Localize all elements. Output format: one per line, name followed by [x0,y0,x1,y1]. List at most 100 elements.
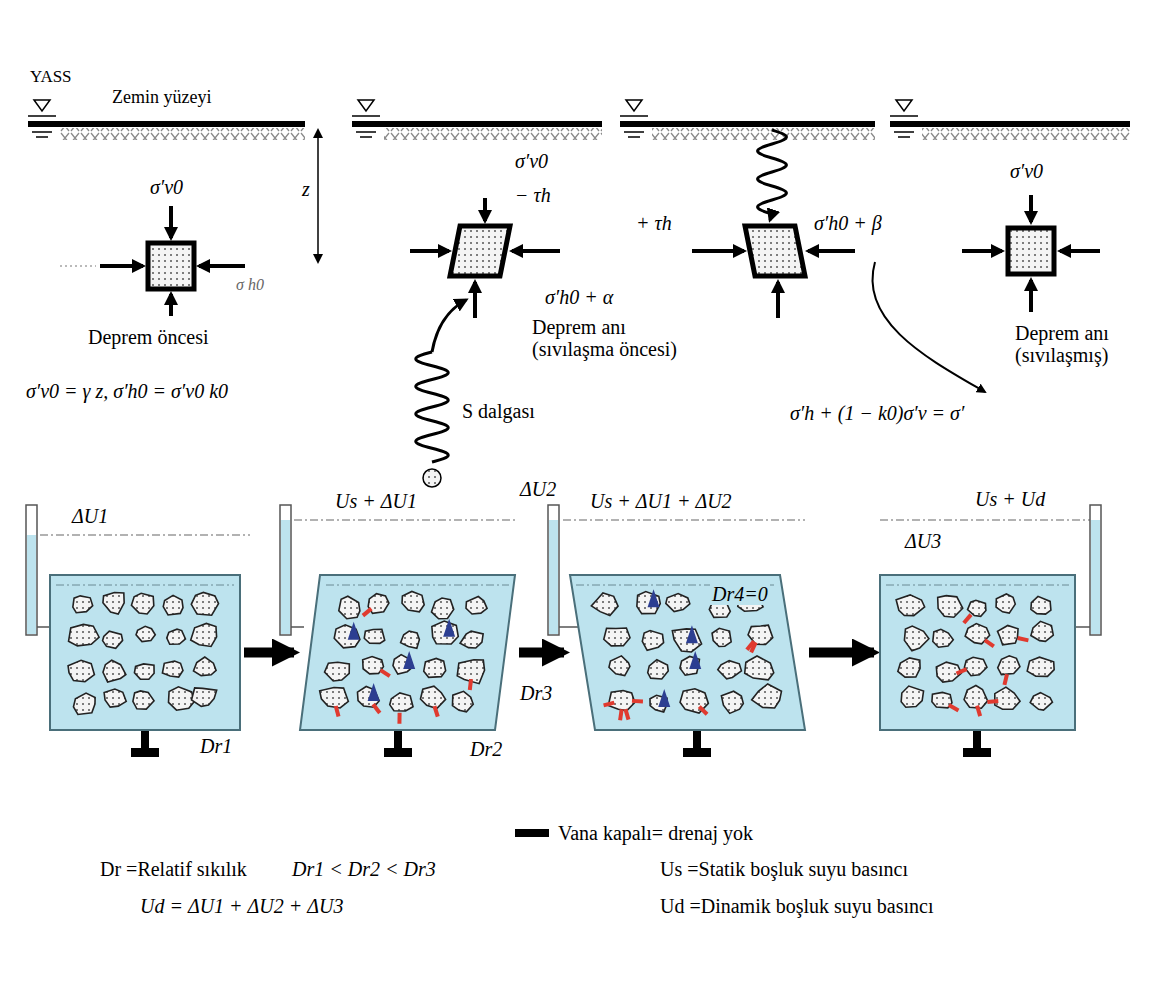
illustration-line [987,701,998,702]
illustration-path [964,657,987,675]
illustration-line [483,198,487,221]
illustration-polygon [626,100,642,111]
process-arrow [519,648,564,658]
illustration-line [381,670,390,676]
illustration-line [632,699,643,704]
container-outline [570,575,805,730]
illustration-path [998,656,1020,675]
illustration-path [162,661,183,677]
illustration-line [625,709,628,720]
illustration-polygon [880,575,1075,730]
illustration-line [28,115,56,117]
illustration-path [1031,596,1051,614]
illustration-rect [1008,228,1054,274]
illustration-path [968,600,986,616]
illustration-polygon [689,651,701,669]
illustration-rect [352,121,602,127]
container-label: Dr3 [520,682,552,704]
illustration-path [390,693,413,711]
illustration-line [620,115,648,117]
illustration-polygon [648,589,660,607]
container-label: Us + ΔU1 [335,490,417,512]
illustration-path [432,300,466,352]
illustration-line [890,115,918,117]
illustration-polygon [443,619,455,637]
illustration-path [103,660,126,682]
illustration-path [364,629,384,643]
illustration-line [40,534,250,535]
illustration-line [294,519,515,520]
illustration-line [1060,249,1100,253]
text-label: σ′v0 [1010,160,1043,182]
illustration-path [452,691,473,712]
text-label: Deprem öncesi [88,326,209,348]
text-label: σ′h0 + α [545,286,613,308]
illustration-path [642,631,663,651]
sheared-soil-element [692,226,855,318]
illustration-polygon [745,226,805,276]
illustration-line [352,115,380,117]
illustration-line [977,706,980,717]
illustration-line [397,713,401,724]
illustration-line [964,615,971,623]
illustration-path [73,596,93,613]
illustration-line [100,264,143,268]
illustration-line [169,206,173,238]
illustration-path [752,684,782,708]
text-label: σ′v0 [150,176,183,198]
illustration-line [624,131,644,133]
text-label: YASS [30,68,72,87]
text-label: Us =Statik boşluk suyu basıncı [660,858,908,880]
illustration-rect [26,505,37,635]
illustration-path [325,662,350,681]
illustration-line [880,519,1090,520]
illustration-rect [384,748,412,757]
illustration-line [169,294,173,316]
text-label: Dr =Relatif sıkılık [100,858,247,880]
illustration-path [666,594,690,612]
illustration-path [136,626,155,641]
illustration-line [512,249,560,253]
illustration-line [56,585,234,586]
illustration-polygon [358,100,374,111]
illustration-rect [280,505,291,635]
illustration-line [1018,638,1029,640]
illustration-path [608,690,634,710]
illustration-path [1031,621,1053,641]
process-arrow [809,648,874,658]
text-label: σ′h + (1 − k0)σ′v = σ′ [790,402,964,424]
illustration-path [133,691,154,709]
soil-container: ΔU1Dr1 [50,575,240,730]
illustration-polygon [300,575,515,730]
wave-source [423,469,441,487]
text-label: σ′h0 + β [814,212,882,234]
valve [131,730,991,757]
illustration-line [434,706,437,716]
illustration-rect [890,121,1130,127]
illustration-line [1075,626,1090,628]
illustration-path [431,598,453,619]
text-label: σ′v0 = γ z, σ′h0 = σ′v0 k0 [26,380,228,402]
illustration-path [995,687,1020,709]
illustration-rect [1090,505,1101,635]
container-label: ΔU2 [520,478,556,500]
valve-key-symbol [515,829,549,837]
illustration-rect [549,520,558,634]
illustration-line [32,131,52,133]
illustration-path [401,631,420,648]
container-outline [50,575,240,730]
illustration-line [956,669,966,673]
text-label: + τh [636,212,672,234]
text-label: z [302,178,310,200]
illustration-path [938,596,963,618]
container-label: Dr1 [200,735,232,757]
text-label: Ud =Dinamik boşluk suyu basıncı [660,895,934,917]
container-label: Us + Ud [975,488,1045,510]
illustration-rect [1091,520,1100,634]
illustration-polygon [50,575,240,730]
illustration-rect [693,730,701,750]
text-label: Deprem anı (sıvılaşmış) [1015,322,1150,366]
illustration-polygon [34,100,50,111]
illustration-path [168,687,194,710]
illustration-line [985,640,994,646]
